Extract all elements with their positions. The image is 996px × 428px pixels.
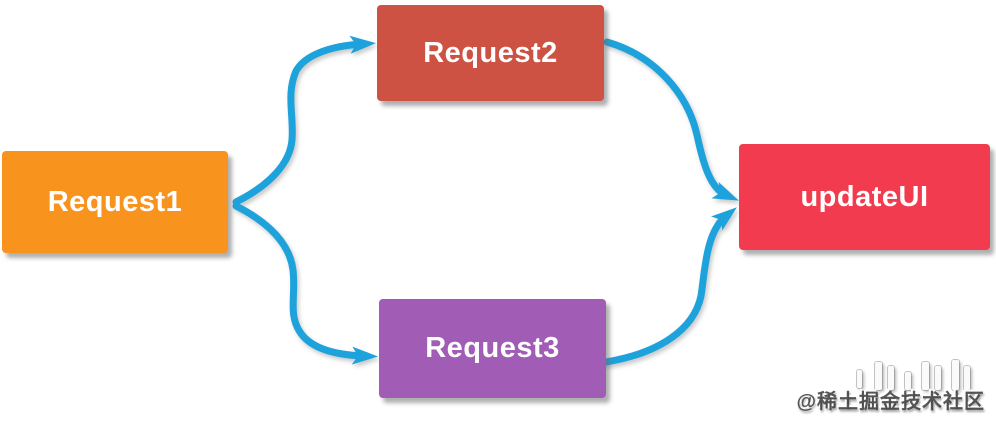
node-request2: Request2 (377, 5, 604, 101)
node-request3: Request3 (379, 299, 606, 398)
watermark-text: @稀土掘金技术社区 (796, 391, 985, 413)
node-updateui: updateUI (739, 144, 990, 250)
arrow-request3-to-updateui (602, 207, 737, 366)
node-request1-label: Request1 (47, 185, 183, 218)
node-updateui-label: updateUI (800, 180, 929, 213)
arrow-request1-to-request2 (232, 35, 376, 206)
node-request2-label: Request2 (423, 36, 558, 69)
arrow-request1-to-request3 (232, 202, 378, 365)
arrow-request2-to-updateui (603, 38, 739, 201)
node-request3-label: Request3 (425, 332, 560, 364)
node-request1: Request1 (2, 151, 228, 253)
